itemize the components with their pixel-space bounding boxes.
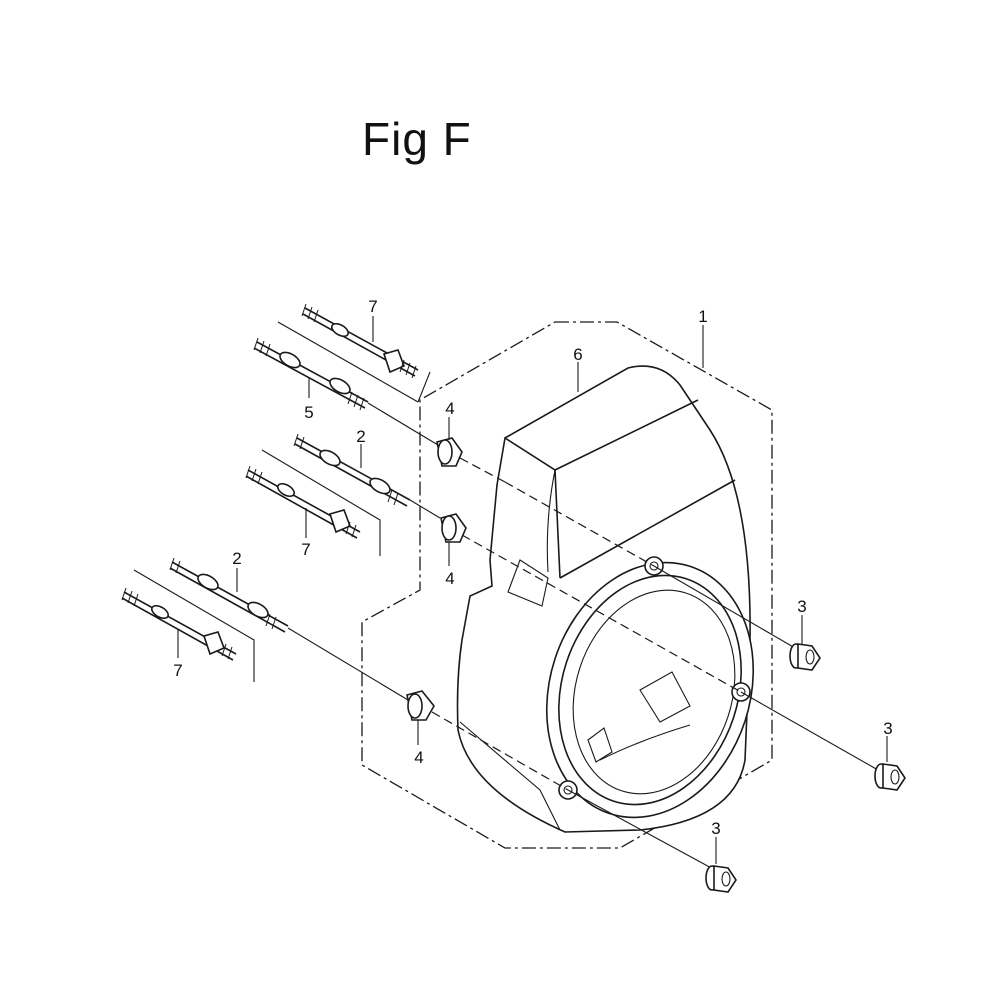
stud-group-bracket	[261, 449, 381, 556]
stud-bolt-2-lower	[169, 557, 289, 633]
stud-bolt-7-bottom	[121, 587, 237, 661]
callout-7-bottom: 7	[173, 661, 182, 680]
stud-bolt-5	[253, 337, 369, 411]
callout-4-middle: 4	[445, 569, 454, 588]
callout-3-lower: 3	[711, 819, 720, 838]
alignment-line	[431, 711, 569, 791]
callout-5: 5	[304, 403, 313, 422]
callout-3-middle: 3	[883, 719, 892, 738]
stud-group-bracket	[277, 321, 431, 403]
alignment-line	[287, 627, 409, 701]
flange-nut-3-upper	[789, 643, 821, 671]
alignment-line	[567, 789, 716, 871]
stud-group-bracket	[133, 569, 255, 682]
callout-7-top: 7	[368, 297, 377, 316]
stud-bolt-2-upper	[293, 433, 411, 507]
collar-4-middle	[440, 513, 467, 543]
assembly-boundary	[361, 321, 773, 849]
fan-cover-housing	[456, 365, 755, 833]
stud-bolt-7-middle	[245, 465, 361, 539]
alignment-line	[409, 499, 441, 519]
stud-bolt-7-top	[301, 303, 419, 379]
alignment-line	[461, 534, 742, 693]
flange-nut-3-lower	[705, 865, 737, 893]
collar-4-top	[436, 437, 463, 467]
alignment-line	[459, 457, 506, 483]
flange-nut-3-middle	[874, 763, 906, 791]
alignment-line	[504, 481, 655, 567]
callout-3-upper: 3	[797, 597, 806, 616]
alignment-line	[367, 402, 439, 446]
callout-2-upper: 2	[356, 427, 365, 446]
callout-2-lower: 2	[232, 549, 241, 568]
callout-1: 1	[698, 307, 707, 326]
callout-7-middle: 7	[301, 540, 310, 559]
figure-title: Fig F	[362, 113, 472, 165]
alignment-line	[653, 565, 796, 649]
collar-4-bottom	[406, 690, 435, 721]
callout-4-top: 4	[445, 399, 454, 418]
callout-4-bottom: 4	[414, 748, 423, 767]
callout-6: 6	[573, 345, 582, 364]
alignment-line	[740, 691, 879, 771]
